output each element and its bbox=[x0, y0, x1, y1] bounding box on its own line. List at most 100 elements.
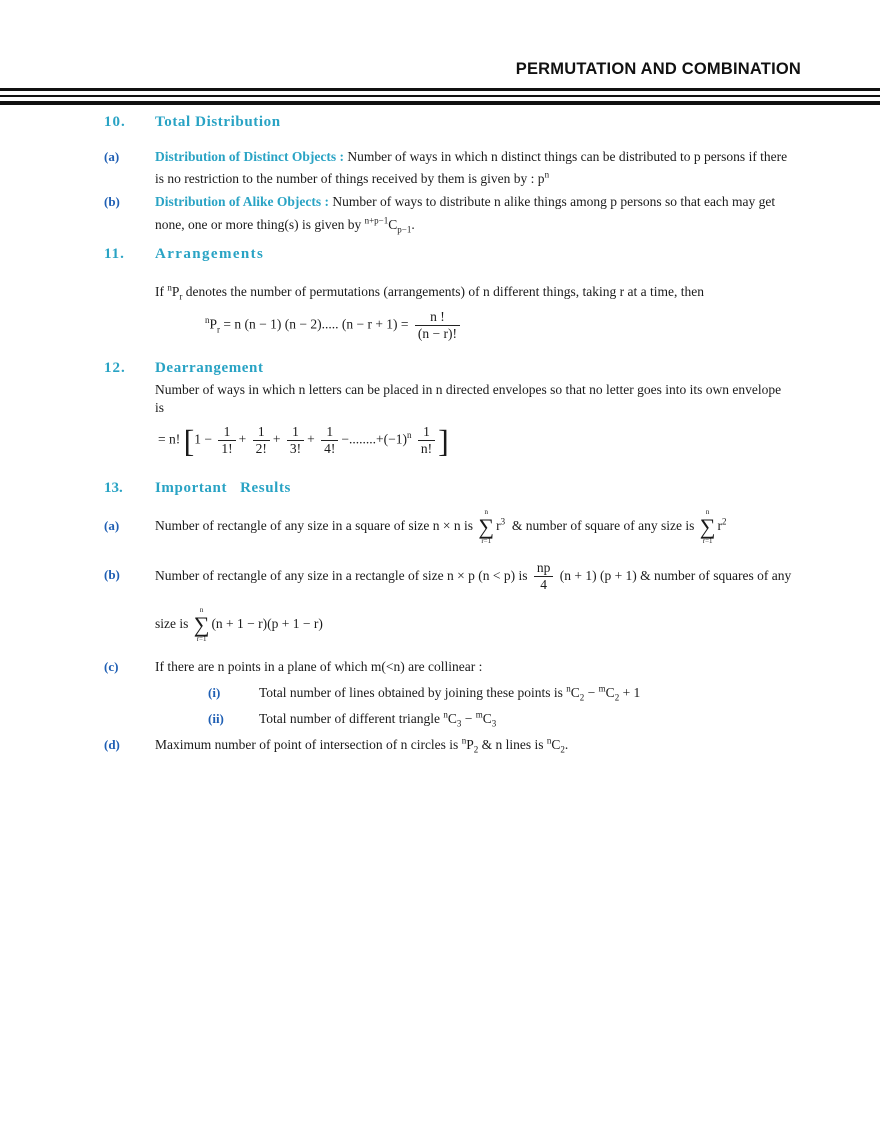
item-13a-text: Number of rectangle of any size in a squ… bbox=[155, 506, 726, 546]
item-10a-heading: Distribution of Distinct Objects : bbox=[155, 149, 344, 164]
item-13d-label: (d) bbox=[104, 737, 120, 752]
sigma-icon: n∑r=1 bbox=[193, 605, 210, 643]
s12-frac2-num: 1 bbox=[252, 424, 270, 441]
s12-frac3-num: 1 bbox=[286, 424, 305, 441]
s12-frac2-den: 2! bbox=[255, 441, 267, 456]
item-10b-end: . bbox=[411, 217, 415, 232]
section-13-title: Important Results bbox=[155, 480, 291, 496]
item-10a-text2: is no restriction to the number of thing… bbox=[155, 171, 545, 186]
d-sup-n1: n bbox=[461, 735, 467, 746]
item-13c-i-label: (i) bbox=[208, 685, 221, 700]
s11-sup-n: n bbox=[167, 282, 172, 293]
item-13a-label: (a) bbox=[104, 518, 120, 533]
item-13b-pre: Number of rectangle of any size in a rec… bbox=[155, 568, 528, 583]
sigma-b-top: n bbox=[199, 605, 204, 614]
item-13b-line2: size is n∑r=1(n + 1 − r)(p + 1 − r) bbox=[155, 604, 323, 644]
s11-f-p: P bbox=[209, 316, 218, 332]
item-13a-r2: r bbox=[717, 518, 722, 533]
s12-frac1-den: 1! bbox=[221, 441, 233, 456]
item-13b-fden: 4 bbox=[540, 577, 547, 593]
s11-frac-num: n ! bbox=[414, 309, 461, 326]
s12-frac4-num: 1 bbox=[321, 424, 339, 441]
header-rule-bottom bbox=[0, 101, 880, 105]
item-13a-r1: r bbox=[496, 518, 501, 533]
s12-right-bracket: ] bbox=[438, 422, 449, 459]
s11-f-sub-r: r bbox=[217, 324, 221, 335]
c-i-minus: − bbox=[584, 685, 599, 700]
c-ii-sub-3a: 3 bbox=[456, 718, 462, 729]
item-13b-expr: (n + 1 − r)(p + 1 − r) bbox=[211, 616, 323, 631]
s11-fraction: n !(n − r)! bbox=[414, 309, 461, 342]
section-12-line1: Number of ways in which n letters can be… bbox=[155, 382, 782, 397]
d-sub-2b: 2 bbox=[560, 744, 565, 755]
item-10a-line1: Distribution of Distinct Objects : Numbe… bbox=[155, 148, 815, 166]
d-mid: & n lines is bbox=[478, 737, 547, 752]
item-10b-line1: Distribution of Alike Objects : Number o… bbox=[155, 193, 815, 211]
c-ii-sub-3b: 3 bbox=[491, 718, 497, 729]
item-13c-label: (c) bbox=[104, 659, 119, 674]
c-i-sub-2b: 2 bbox=[614, 692, 620, 703]
item-13c-ii-body: Total number of different triangle bbox=[259, 711, 444, 726]
s12-minus-one-sup: n bbox=[407, 430, 412, 441]
d-end: . bbox=[564, 737, 569, 752]
section-13-number: 13. bbox=[104, 480, 123, 496]
c-ii-sup-m: m bbox=[475, 709, 483, 720]
item-10b-sub: p−1 bbox=[397, 224, 412, 235]
d-sup-n2: n bbox=[546, 735, 552, 746]
item-10a-sup: n bbox=[544, 169, 550, 180]
s12-one: 1 bbox=[194, 431, 202, 447]
s12-fracn-den: n! bbox=[420, 441, 433, 456]
item-13c-ii-label: (ii) bbox=[208, 711, 224, 726]
s12-fracn-num: 1 bbox=[417, 424, 436, 441]
item-13b-line1: Number of rectangle of any size in a rec… bbox=[155, 556, 791, 596]
s11-intro-pre: If bbox=[155, 284, 168, 299]
header-rule-middle bbox=[0, 95, 880, 97]
sigma-a1-bot: r=1 bbox=[481, 536, 492, 545]
sigma-a2-bot: r=1 bbox=[702, 536, 713, 545]
s12-dots: ........ bbox=[349, 431, 377, 447]
item-13c-i-body: Total number of lines obtained by joinin… bbox=[259, 685, 567, 700]
c-i-c1: C bbox=[570, 685, 580, 700]
sigma-a2-top: n bbox=[705, 507, 710, 516]
section-11-number: 11. bbox=[104, 246, 125, 262]
section-11-title: Arrangements bbox=[155, 246, 265, 262]
item-10b-heading: Distribution of Alike Objects : bbox=[155, 194, 329, 209]
sigma-icon: n∑r=1 bbox=[478, 507, 495, 545]
item-13c-i-text: Total number of lines obtained by joinin… bbox=[259, 684, 640, 702]
s12-nfact: n! bbox=[169, 431, 181, 447]
item-13b-fnum: np bbox=[533, 560, 554, 578]
c-i-sup-n: n bbox=[566, 683, 571, 694]
d-c: C bbox=[551, 737, 561, 752]
item-13c-text: If there are n points in a plane of whic… bbox=[155, 659, 483, 674]
item-10b-text2: none, one or more thing(s) is given by bbox=[155, 217, 365, 232]
item-13a-pre: Number of rectangle of any size in a squ… bbox=[155, 518, 474, 533]
item-13d-text: Maximum number of point of intersection … bbox=[155, 736, 568, 754]
c-i-tail: + 1 bbox=[619, 685, 641, 700]
s12-left-bracket: [ bbox=[183, 422, 195, 459]
item-10a-label: (a) bbox=[104, 149, 120, 164]
item-10a-text1: Number of ways in which n distinct thing… bbox=[347, 149, 788, 164]
s12-frac1-num: 1 bbox=[218, 424, 236, 441]
section-11-intro: If nPr denotes the number of permutation… bbox=[155, 283, 704, 301]
s12-frac3-den: 3! bbox=[289, 441, 302, 456]
s11-frac-den: (n − r)! bbox=[417, 326, 458, 341]
page-header-title: PERMUTATION AND COMBINATION bbox=[515, 60, 801, 78]
item-13c-ii-text: Total number of different triangle nC3 −… bbox=[259, 710, 496, 728]
c-i-sup-m: m bbox=[598, 683, 606, 694]
s11-formula-text: = n (n − 1) (n − 2)..... (n − r + 1) = bbox=[223, 316, 409, 332]
item-13d-body: Maximum number of point of intersection … bbox=[155, 737, 462, 752]
d-p: P bbox=[466, 737, 474, 752]
s11-f-sup-n: n bbox=[205, 315, 210, 326]
c-i-c2: C bbox=[605, 685, 615, 700]
sigma-b-bot: r=1 bbox=[196, 634, 207, 643]
item-13b-post: (n + 1) (p + 1) & number of squares of a… bbox=[559, 568, 792, 583]
item-10b-text1: Number of ways to distribute n alike thi… bbox=[332, 194, 776, 209]
c-i-sub-2a: 2 bbox=[579, 692, 585, 703]
section-12-number: 12. bbox=[104, 360, 126, 376]
item-13b-size-is: size is bbox=[155, 616, 189, 631]
